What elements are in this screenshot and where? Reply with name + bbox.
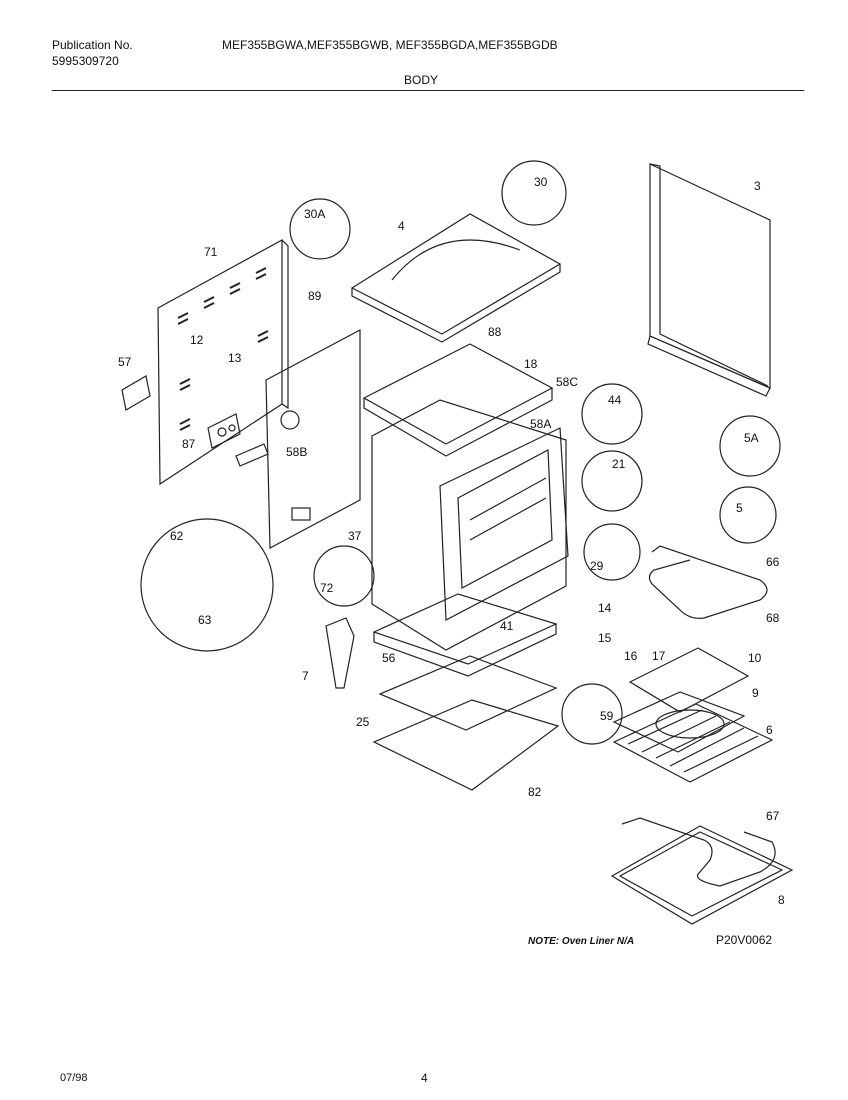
callout-30a: 30A <box>304 207 325 221</box>
callout-8: 8 <box>778 893 785 907</box>
kick-plate <box>372 699 560 791</box>
oven-cavity <box>371 399 569 651</box>
callout-14: 14 <box>598 601 612 615</box>
label-plate <box>121 375 151 411</box>
callout-4: 4 <box>398 219 405 233</box>
footer-date: 07/98 <box>60 1072 88 1084</box>
callout-66: 66 <box>766 555 780 569</box>
bake-element <box>621 817 776 887</box>
callout-3: 3 <box>754 179 761 193</box>
callout-13: 13 <box>228 351 242 365</box>
oven-liner-note: NOTE: Oven Liner N/A <box>528 936 635 947</box>
callout-58c: 58C <box>556 375 578 389</box>
cooktop-top <box>350 213 562 343</box>
publication-label: Publication No. <box>52 38 133 52</box>
callout-25: 25 <box>356 715 370 729</box>
callout-72: 72 <box>320 581 334 595</box>
callout-56: 56 <box>382 651 396 665</box>
oven-rack <box>612 703 774 783</box>
bottom-insulation <box>372 593 558 677</box>
callout-58b: 58B <box>286 445 307 459</box>
callout-15: 15 <box>598 631 612 645</box>
section-title: BODY <box>404 73 439 87</box>
detail-circles <box>140 160 781 745</box>
drip-tray <box>610 825 794 925</box>
callout-12: 12 <box>190 333 204 347</box>
callout-41: 41 <box>500 619 514 633</box>
leg-bracket <box>325 617 355 689</box>
callout-9: 9 <box>752 686 759 700</box>
callout-82: 82 <box>528 785 542 799</box>
callout-71: 71 <box>204 245 218 259</box>
callout-58a: 58A <box>530 417 551 431</box>
broil-element <box>648 545 768 619</box>
callout-87: 87 <box>182 437 196 451</box>
side-panel <box>265 329 361 549</box>
callout-7: 7 <box>302 669 309 683</box>
bottom-panel <box>378 655 558 731</box>
callout-6: 6 <box>766 723 773 737</box>
callout-67: 67 <box>766 809 780 823</box>
publication-number: 5995309720 <box>52 54 119 68</box>
callout-88: 88 <box>488 325 502 339</box>
terminal-block <box>207 413 241 449</box>
callout-63: 63 <box>198 613 212 627</box>
drawing-code: P20V0062 <box>716 933 773 947</box>
terminal-strip <box>235 443 269 467</box>
callout-89: 89 <box>308 289 322 303</box>
right-side-panel <box>647 163 771 397</box>
callout-5: 5 <box>736 501 743 515</box>
callout-44: 44 <box>608 393 622 407</box>
page-number: 4 <box>421 1071 428 1085</box>
header-rule <box>52 90 804 91</box>
callout-10: 10 <box>748 651 762 665</box>
callout-62: 62 <box>170 529 184 543</box>
callout-17: 17 <box>652 649 666 663</box>
callout-29: 29 <box>590 559 604 573</box>
callout-21: 21 <box>612 457 626 471</box>
callout-59: 59 <box>600 709 614 723</box>
callout-37: 37 <box>348 529 362 543</box>
insulation-top <box>362 343 554 457</box>
callout-68: 68 <box>766 611 780 625</box>
callout-57: 57 <box>118 355 132 369</box>
callout-30: 30 <box>534 175 548 189</box>
callout-16: 16 <box>624 649 638 663</box>
callout-18: 18 <box>524 357 538 371</box>
callout-5a: 5A <box>744 431 759 445</box>
broiler-pan <box>612 647 750 753</box>
back-panel <box>157 238 289 486</box>
model-numbers: MEF355BGWA,MEF355BGWB, MEF355BGDA,MEF355… <box>222 38 558 52</box>
